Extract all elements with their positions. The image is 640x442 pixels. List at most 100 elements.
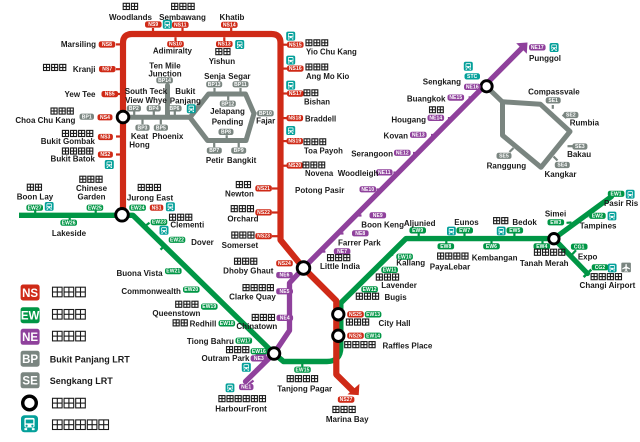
svg-text:Buangkok: Buangkok	[407, 95, 446, 104]
svg-text:Raffles Place: Raffles Place	[383, 341, 433, 350]
svg-text:Kembangan: Kembangan	[472, 253, 518, 262]
svg-text:NE9: NE9	[373, 213, 383, 219]
svg-text:NS3: NS3	[100, 135, 110, 141]
svg-text:Sengkang: Sengkang	[423, 77, 461, 86]
svg-text:Pasir Ris: Pasir Ris	[604, 199, 639, 208]
svg-text:EW26: EW26	[62, 220, 76, 226]
svg-text:EW11: EW11	[383, 268, 397, 274]
svg-text:Panjang: Panjang	[170, 96, 201, 105]
svg-text:SE5: SE5	[499, 153, 509, 159]
svg-text:EW19: EW19	[202, 304, 216, 310]
svg-text:Tiong Bahru: Tiong Bahru	[187, 337, 234, 346]
svg-text:Yio Chu Kang: Yio Chu Kang	[306, 48, 357, 57]
svg-text:BP5: BP5	[156, 125, 166, 131]
svg-text:NS24: NS24	[278, 261, 291, 267]
svg-text:EW12: EW12	[363, 287, 377, 293]
svg-text:Jurong East: Jurong East	[127, 193, 174, 202]
svg-text:Serangoon: Serangoon	[351, 150, 393, 159]
svg-text:Hougang: Hougang	[391, 115, 426, 124]
svg-text:Somerset: Somerset	[222, 241, 259, 250]
svg-text:Lavender: Lavender	[381, 281, 417, 290]
svg-text:Toa Payoh: Toa Payoh	[304, 147, 343, 156]
svg-text:Boon Lay: Boon Lay	[17, 192, 54, 201]
svg-text:EW24: EW24	[131, 205, 145, 211]
svg-text:Kovan: Kovan	[384, 132, 409, 141]
svg-text:Bukit Gombak: Bukit Gombak	[41, 137, 96, 146]
svg-text:NE17: NE17	[531, 45, 544, 51]
svg-text:Phoenix: Phoenix	[152, 132, 184, 141]
svg-text:Yew Tee: Yew Tee	[65, 90, 97, 99]
svg-text:Expo: Expo	[578, 252, 598, 261]
svg-text:Farrer Park: Farrer Park	[338, 238, 381, 247]
svg-text:HarbourFront: HarbourFront	[215, 405, 267, 414]
svg-text:SE3: SE3	[575, 144, 585, 150]
svg-text:NS21: NS21	[257, 186, 270, 192]
svg-text:Ten Mile: Ten Mile	[149, 61, 181, 70]
svg-text:BP10: BP10	[259, 111, 272, 117]
svg-text:Chinese: Chinese	[76, 184, 108, 193]
svg-text:NS9: NS9	[148, 22, 158, 28]
svg-text:NS22: NS22	[257, 210, 270, 216]
svg-text:Ang Mo Kio: Ang Mo Kio	[306, 72, 350, 81]
svg-text:EW14: EW14	[366, 333, 380, 339]
svg-text:Bukit: Bukit	[175, 87, 195, 96]
svg-text:NE1: NE1	[241, 385, 251, 391]
svg-text:NE16: NE16	[466, 85, 479, 91]
svg-text:CG2: CG2	[595, 265, 606, 271]
svg-text:Clarke Quay: Clarke Quay	[229, 293, 276, 302]
svg-text:Braddell: Braddell	[305, 115, 336, 124]
svg-text:Junction: Junction	[148, 70, 181, 79]
svg-text:EW2: EW2	[592, 213, 603, 219]
svg-text:NS4: NS4	[100, 115, 110, 121]
svg-text:EW25: EW25	[88, 205, 102, 211]
svg-text:Ranggung: Ranggung	[487, 162, 527, 171]
svg-text:Choa Chu Kang: Choa Chu Kang	[15, 116, 75, 125]
svg-text:Sembawang: Sembawang	[159, 13, 206, 22]
svg-text:NS14: NS14	[223, 22, 236, 28]
svg-text:Rumbia: Rumbia	[570, 118, 600, 127]
svg-text:NE13: NE13	[412, 132, 425, 138]
svg-text:Tanjong Pagar: Tanjong Pagar	[277, 384, 332, 393]
svg-text:Hong: Hong	[129, 141, 150, 150]
svg-text:BP11: BP11	[234, 82, 247, 88]
svg-text:BP6: BP6	[169, 106, 179, 112]
svg-text:NS7: NS7	[102, 67, 112, 73]
svg-text:NS: NS	[22, 288, 38, 300]
svg-text:EW9: EW9	[412, 228, 423, 234]
svg-text:BP1: BP1	[82, 114, 92, 120]
svg-text:BP8: BP8	[221, 130, 231, 136]
svg-text:PayaLebar: PayaLebar	[430, 263, 470, 272]
svg-text:NE14: NE14	[429, 116, 442, 122]
svg-text:City Hall: City Hall	[379, 319, 411, 328]
svg-text:NE5: NE5	[279, 289, 289, 295]
svg-text:Punggol: Punggol	[529, 54, 561, 63]
svg-text:Tanah Merah: Tanah Merah	[520, 259, 569, 268]
svg-text:Bukit Panjang LRT: Bukit Panjang LRT	[50, 354, 131, 364]
svg-text:BP7: BP7	[209, 148, 219, 154]
svg-text:Little India: Little India	[320, 262, 361, 271]
svg-text:Bugis: Bugis	[385, 293, 408, 302]
svg-text:NS15: NS15	[289, 42, 302, 48]
svg-text:Bakau: Bakau	[567, 150, 591, 159]
svg-text:NE10: NE10	[361, 187, 374, 193]
svg-text:Bedok: Bedok	[512, 218, 537, 227]
svg-text:EW27: EW27	[28, 205, 42, 211]
svg-text:SE2: SE2	[566, 113, 576, 119]
svg-text:NS11: NS11	[174, 22, 187, 28]
svg-text:NS1: NS1	[152, 205, 162, 211]
svg-text:South Teck: South Teck	[125, 87, 168, 96]
svg-text:Woodlands: Woodlands	[109, 13, 153, 22]
svg-text:Compassvale: Compassvale	[528, 88, 580, 97]
svg-text:Aljunied: Aljunied	[404, 219, 436, 228]
svg-text:NS26: NS26	[349, 333, 362, 339]
svg-text:Novena: Novena	[305, 169, 334, 178]
svg-text:Orchard: Orchard	[227, 215, 258, 224]
svg-text:EW10: EW10	[398, 254, 412, 260]
svg-text:NS20: NS20	[288, 163, 301, 169]
svg-text:NS27: NS27	[340, 397, 353, 403]
svg-text:Adimiralty: Adimiralty	[153, 47, 193, 56]
svg-text:Petir: Petir	[206, 156, 224, 165]
svg-text:Newton: Newton	[225, 189, 254, 198]
svg-text:Redhill: Redhill	[190, 320, 217, 329]
svg-text:NE8: NE8	[355, 231, 365, 237]
